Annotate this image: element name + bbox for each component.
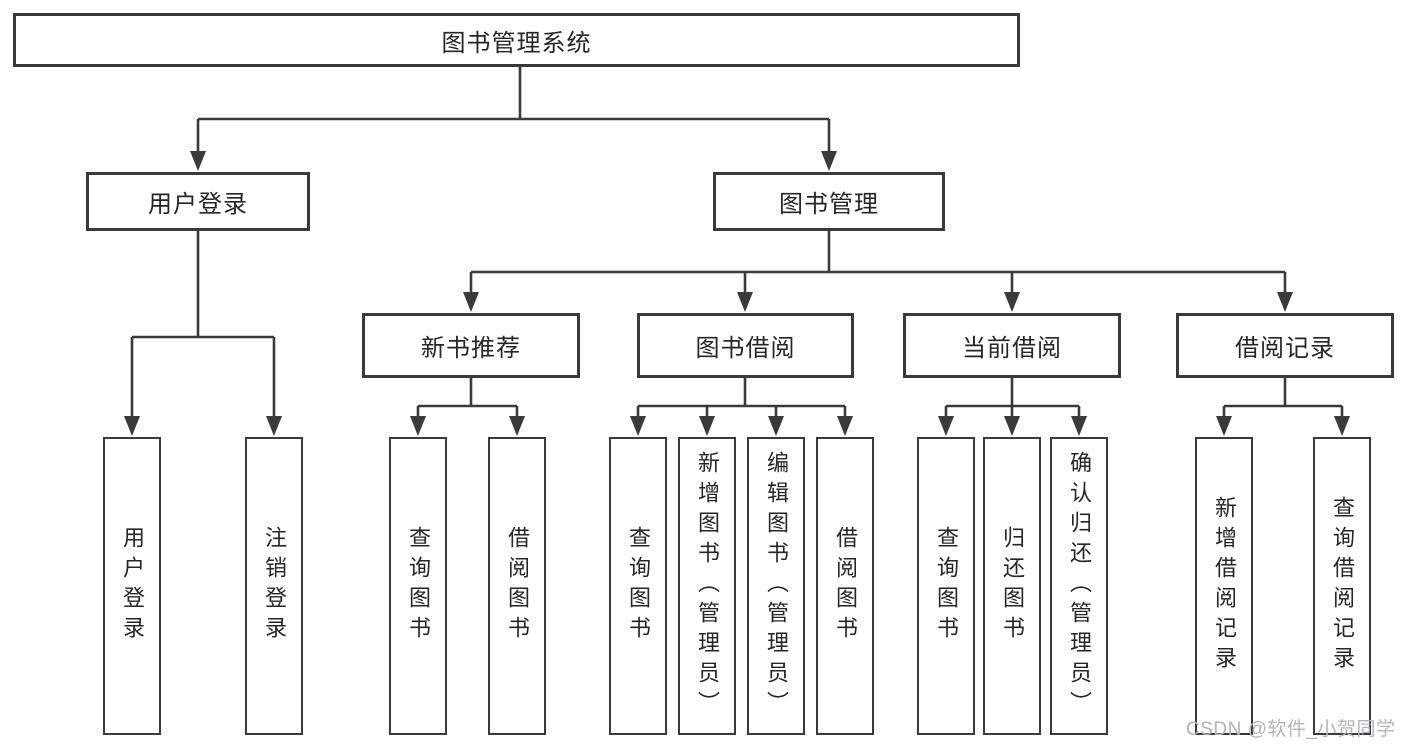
node-book-management: 图书管理 (713, 172, 945, 231)
leaf-borrow-books-borrow: 借阅图书 (816, 437, 874, 735)
node-borrow-records: 借阅记录 (1176, 313, 1394, 378)
leaf-query-borrow-record: 查询借阅记录 (1313, 437, 1371, 735)
leaf-label: 查询图书 (406, 526, 431, 646)
leaf-label: 查询图书 (934, 526, 959, 646)
leaf-query-books-borrow: 查询图书 (609, 437, 667, 735)
node-book-borrow: 图书借阅 (637, 313, 854, 378)
leaf-add-book-admin: 新增图书（管理员） (678, 437, 736, 735)
leaf-label: 归还图书 (1000, 526, 1025, 646)
leaf-add-borrow-record: 新增借阅记录 (1195, 437, 1253, 735)
node-library-system: 图书管理系统 (13, 13, 1020, 67)
connector-arrows (124, 119, 1350, 436)
node-current-borrow: 当前借阅 (903, 313, 1121, 378)
leaf-query-books-current: 查询图书 (917, 437, 975, 735)
leaf-label: 新增图书（管理员） (695, 451, 720, 721)
leaf-label: 借阅图书 (833, 526, 858, 646)
leaf-label: 查询借阅记录 (1330, 496, 1355, 676)
leaf-label: 编辑图书（管理员） (764, 451, 789, 721)
leaf-user-login: 用户登录 (103, 437, 161, 735)
leaf-query-books-recommend: 查询图书 (389, 437, 447, 735)
leaf-logout: 注销登录 (245, 437, 303, 735)
leaf-label: 查询图书 (626, 526, 651, 646)
csdn-watermark: CSDN @软件_小贺同学 (1186, 719, 1396, 740)
leaf-label: 注销登录 (262, 526, 287, 646)
leaf-confirm-return-admin: 确认归还（管理员） (1050, 437, 1108, 735)
leaf-borrow-books-recommend: 借阅图书 (488, 437, 546, 735)
leaf-label: 新增借阅记录 (1212, 496, 1237, 676)
leaf-label: 用户登录 (120, 526, 145, 646)
node-user-login: 用户登录 (86, 172, 310, 231)
leaf-return-book: 归还图书 (983, 437, 1041, 735)
node-new-book-recommend: 新书推荐 (362, 313, 580, 378)
leaf-label: 借阅图书 (505, 526, 530, 646)
leaf-edit-book-admin: 编辑图书（管理员） (747, 437, 805, 735)
leaf-label: 确认归还（管理员） (1067, 451, 1092, 721)
